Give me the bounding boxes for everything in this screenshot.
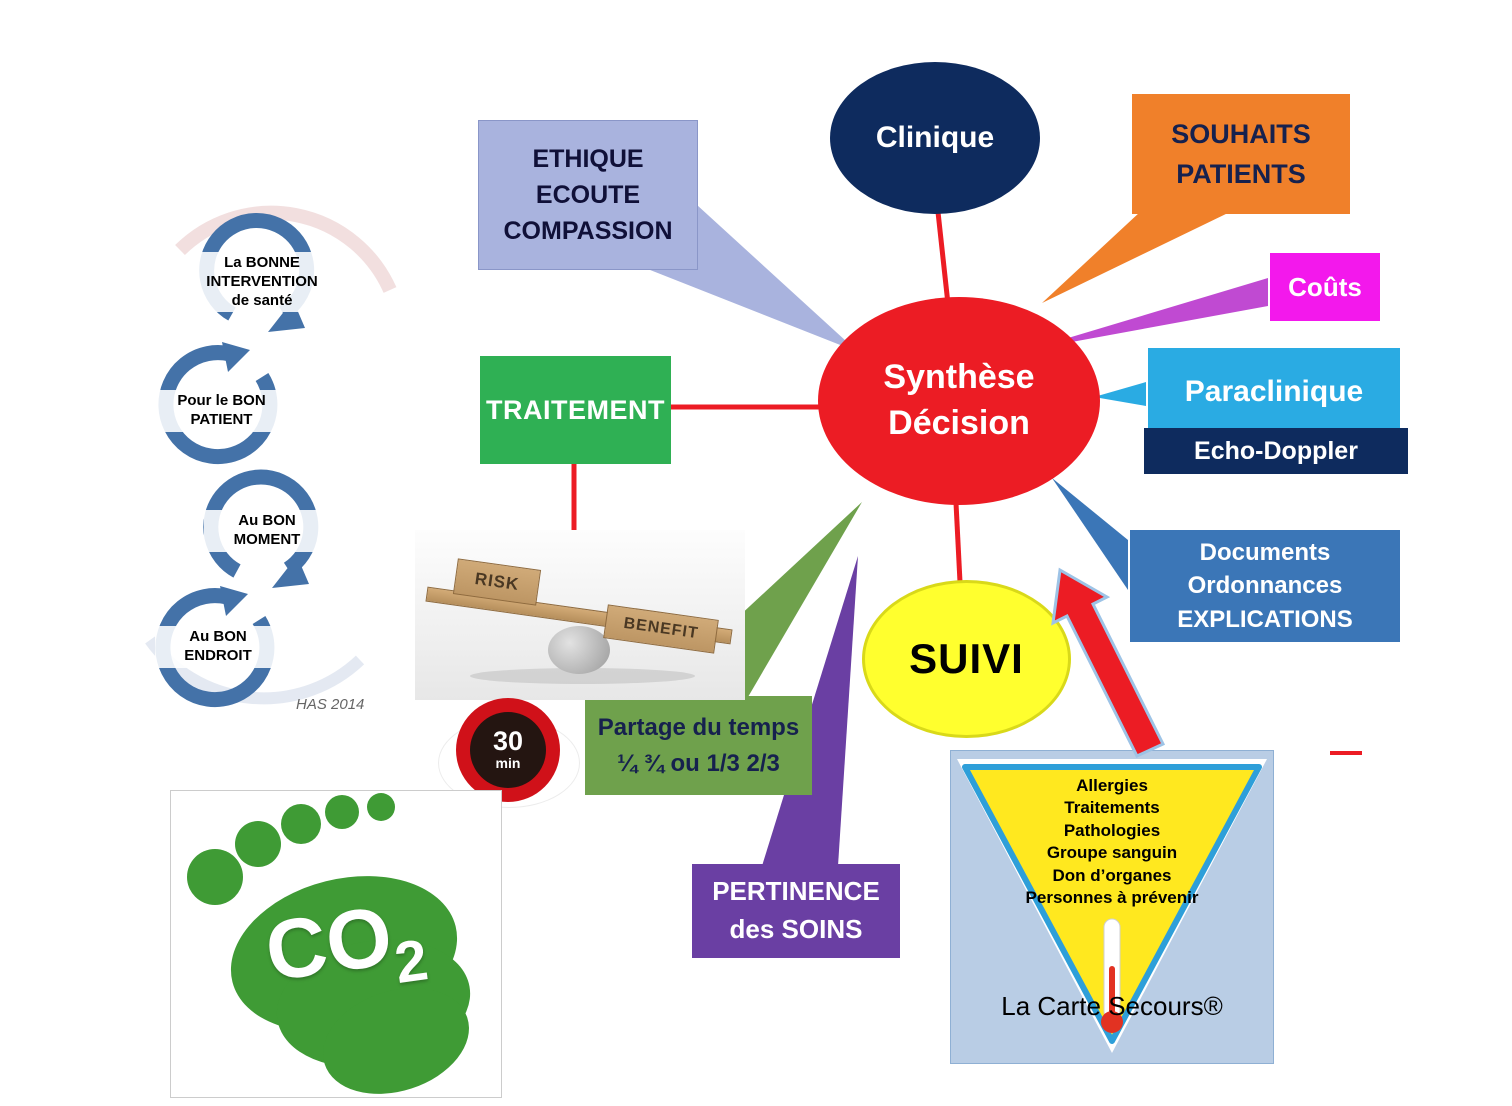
risk-benefit-image: RISK BENEFIT [415,530,745,700]
footprint-toe [367,793,395,821]
spiral-step-bonne-intervention: La BONNE INTERVENTION de santé [188,252,336,313]
spiral-step-bon-endroit: Au BON ENDROIT [155,626,281,668]
carte-title: La Carte Secours® [1001,991,1223,1021]
node-ethique: ETHIQUE ECOUTE COMPASSION [478,120,698,270]
tail-paraclinique [1094,382,1146,406]
carte-item: Allergies [1076,776,1148,795]
timer-value: 30 [492,726,524,757]
timer-face: 30 min [470,712,546,788]
carte-item: Traitements [1064,798,1160,818]
carte-triangle [957,759,1267,1053]
co2-footprint-image: CO2 [170,790,502,1098]
footprint-toe [235,821,281,867]
benefit-block: BENEFIT [603,604,719,654]
tail-souhaits [1042,212,1230,303]
node-pertinence-des-soins: PERTINENCE des SOINS [692,864,900,958]
node-suivi: SUIVI [862,580,1071,738]
seesaw-fulcrum [548,626,610,674]
tail-documents [1052,478,1128,590]
carte-items-list: Allergies Traitements Pathologies Groupe… [951,775,1273,910]
node-clinique: Clinique [830,62,1040,214]
connector-suivi [953,502,963,583]
node-synthese-decision: Synthèse Décision [818,297,1100,505]
node-couts: Coûts [1270,253,1380,321]
carte-item: Groupe sanguin [1046,843,1178,863]
node-documents-ordonnances: Documents Ordonnances EXPLICATIONS [1130,530,1400,642]
spiral-step-bon-moment: Au BON MOMENT [204,510,330,552]
co2-main-text: CO [259,888,398,999]
carte-secours-panel: Allergies Traitements Pathologies Groupe… [950,750,1274,1064]
carte-item: Don d’organes [1052,865,1172,885]
spiral-step-bon-patient: Pour le BON PATIENT [155,390,288,432]
carte-item: Pathologies [1063,820,1161,840]
tail-couts [1028,278,1268,350]
node-paraclinique: Paraclinique [1148,348,1400,436]
swirl-decor-top [175,205,397,293]
connector-clinique [935,211,951,305]
node-echo-doppler: Echo-Doppler [1144,428,1408,474]
node-partage-du-temps: Partage du temps ¼ ¾ ou 1/3 2/3 [585,696,812,795]
seesaw-shadow [470,668,695,684]
footprint-toe [325,795,359,829]
timer-unit: min [495,755,521,772]
carte-item: Personnes à prévenir [1025,888,1199,908]
node-souhaits-patients: SOUHAITS PATIENTS [1132,94,1350,214]
has-2014-source: HAS 2014 [296,696,365,713]
node-traitement: TRAITEMENT [480,356,671,464]
footprint-toe [187,849,243,905]
co2-sub-text: 2 [390,927,432,996]
footprint-toe [281,804,321,844]
